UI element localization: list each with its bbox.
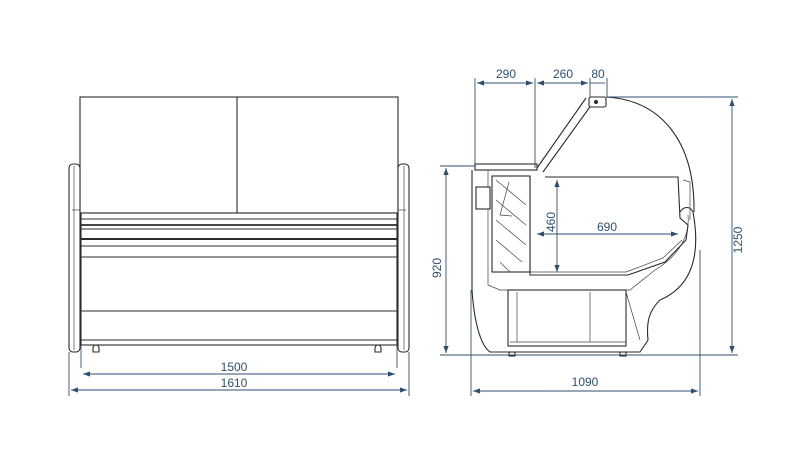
side-view: 290 260 80 1250 920 460 690 1090	[430, 67, 745, 396]
left-end-panel	[68, 163, 81, 353]
control-box	[475, 186, 491, 210]
dim-label-1250: 1250	[731, 226, 745, 253]
left-foot	[92, 344, 100, 353]
right-foot	[374, 344, 382, 353]
rear-glass-door	[536, 97, 593, 173]
dim-label-1500: 1500	[221, 360, 248, 374]
top-worktop	[474, 163, 538, 171]
dim-label-690: 690	[597, 220, 617, 234]
front-base	[80, 212, 398, 346]
dim-label-460: 460	[544, 212, 558, 232]
side-foot-front	[619, 351, 627, 357]
cabinet-outline	[471, 170, 697, 353]
dim-label-260: 260	[553, 67, 573, 81]
dim-label-80: 80	[591, 67, 605, 81]
evaporator	[491, 175, 531, 273]
side-foot-rear	[508, 351, 516, 357]
right-end-panel	[397, 163, 410, 353]
compressor-compartment	[507, 289, 627, 347]
front-glass	[79, 96, 399, 214]
dim-label-920: 920	[430, 258, 444, 278]
dim-label-1090: 1090	[572, 375, 599, 389]
curved-glass	[605, 96, 695, 213]
dim-label-290: 290	[496, 67, 516, 81]
dim-label-1610: 1610	[221, 376, 248, 390]
front-view: 1500 1610	[68, 96, 410, 396]
